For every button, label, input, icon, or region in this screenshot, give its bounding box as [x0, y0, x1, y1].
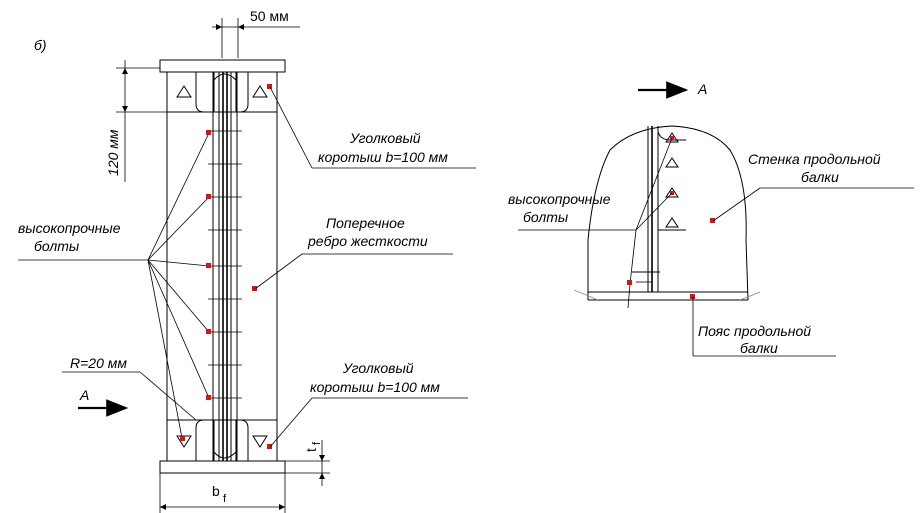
- angle-bottom-label-line2: коротыш b=100 мм: [310, 379, 440, 395]
- web-label-line2: балки: [801, 169, 839, 185]
- bolt-ticks: [208, 130, 242, 399]
- weld-bottom-right-icon: [252, 435, 268, 448]
- dim-bf-main: b: [212, 483, 220, 499]
- dim-bf: b f: [159, 473, 286, 513]
- web-label-line1: Стенка продольной: [748, 151, 881, 167]
- angle-top-right: [235, 72, 249, 113]
- angle-bottom-right: [235, 419, 249, 461]
- bolt-triangle-icon: [665, 217, 679, 228]
- bolt-marker: [180, 436, 185, 441]
- bolt-marker: [206, 395, 211, 400]
- stiffener-marker: [252, 286, 257, 291]
- bolts-label-line2: болты: [34, 238, 80, 254]
- bottom-flange: [159, 460, 286, 474]
- bolt-marker: [206, 130, 211, 135]
- flange-label-line1: Пояс продольной: [698, 323, 811, 339]
- web-marker: [710, 218, 715, 223]
- central-web: [212, 72, 238, 461]
- dim-vertical: 120 мм: [105, 60, 167, 182]
- bolt-marker-right: [627, 280, 632, 285]
- angle-bottom-label-line1: Уголковый: [342, 360, 414, 376]
- bolt-triangle-icon: [665, 157, 679, 168]
- dim-tf-main: t: [303, 448, 319, 452]
- view-arrow-label-right: A: [697, 81, 707, 97]
- view-arrow-label-left: A: [79, 387, 89, 403]
- angle-top-label-line1: Уголковый: [349, 130, 421, 146]
- dim-tf-sub: f: [311, 441, 323, 445]
- dim-tf: t f: [285, 440, 330, 486]
- bolts-label-right-line2: болты: [523, 209, 569, 225]
- angle-top-marker: [267, 84, 272, 89]
- bolt-triangle-icon: [665, 187, 679, 198]
- bolt-marker: [206, 329, 211, 334]
- bolt-triangle-icon: [665, 132, 679, 143]
- angle-top-label-line2: коротыш b=100 мм: [318, 149, 448, 165]
- stiffener-label-line2: ребро жесткости: [307, 233, 428, 249]
- dim-vertical-label: 120 мм: [105, 129, 121, 176]
- variant-label: б): [34, 37, 47, 53]
- right-view: A высокопрочные болты: [508, 81, 914, 357]
- flange-label-line2: балки: [740, 340, 778, 356]
- bolts-label-line1: высокопрочные: [18, 220, 121, 236]
- angle-bottom-left: [195, 419, 215, 461]
- beam-web-outline: [587, 125, 749, 301]
- bolt-marker: [206, 194, 211, 199]
- dim-bf-sub: f: [223, 493, 227, 505]
- weld-top-right-icon: [252, 85, 268, 98]
- angle-top-left: [195, 72, 215, 113]
- stiffener-outline: [166, 71, 278, 462]
- dim-top-label: 50 мм: [250, 8, 289, 24]
- bolt-marker: [206, 263, 211, 268]
- weld-top-left-icon: [176, 85, 192, 98]
- left-view: б) 50 мм: [18, 8, 476, 513]
- bolts-leaders: [147, 132, 210, 439]
- dim-top: 50 мм: [212, 8, 300, 58]
- angle-bottom-marker: [267, 444, 272, 449]
- flange-marker: [690, 294, 695, 299]
- top-flange: [159, 59, 286, 73]
- radius-label: R=20 мм: [70, 355, 127, 371]
- bolts-label-right-line1: высокопрочные: [508, 191, 611, 207]
- stiffener-label-line1: Поперечное: [326, 215, 405, 231]
